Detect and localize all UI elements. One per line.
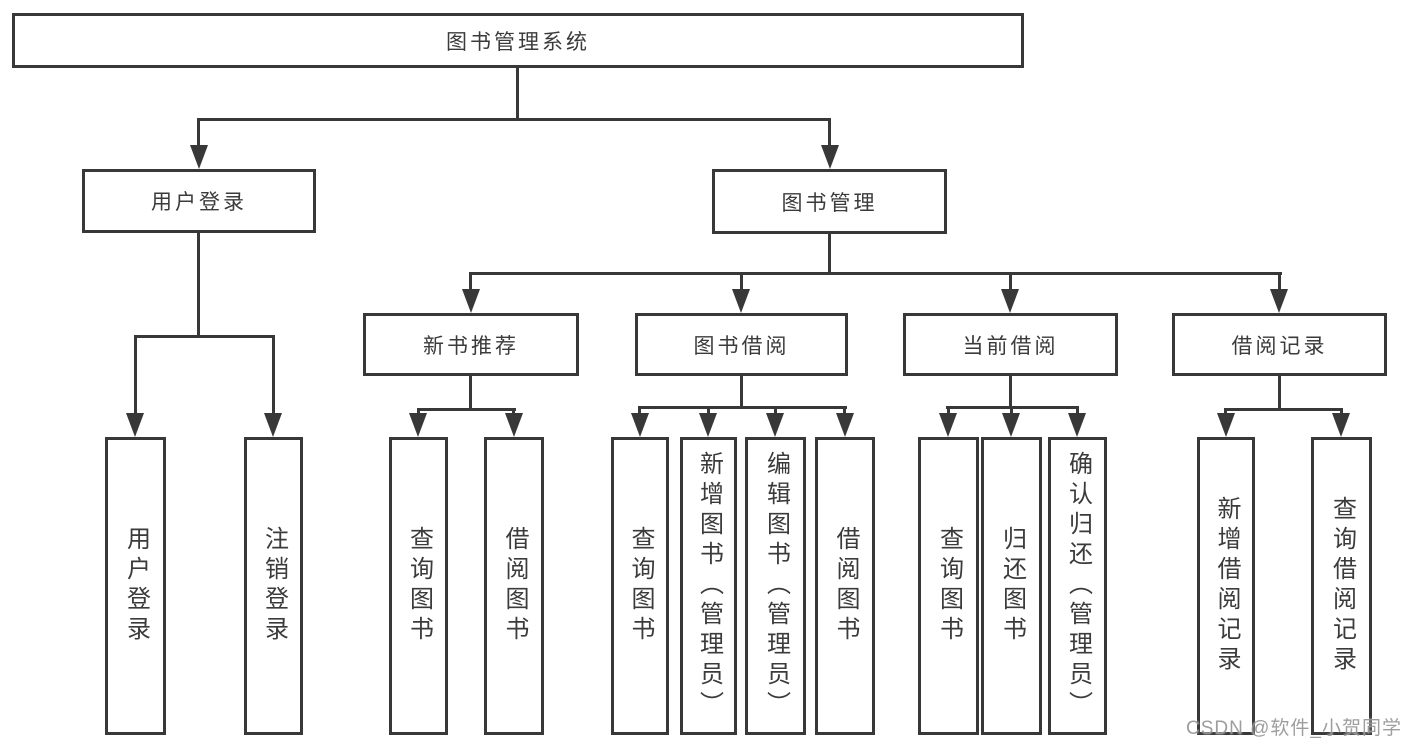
node-label: 当前借阅: [962, 334, 1059, 358]
node-label: 查询图书: [935, 526, 963, 646]
connector-drop: [1278, 272, 1281, 289]
node-label: 确认归还（管理员）: [1064, 451, 1092, 721]
arrow-down: [1217, 413, 1235, 437]
connector-drop: [1076, 406, 1079, 413]
node-label: 注销登录: [260, 526, 288, 646]
node-label: 查询借阅记录: [1328, 496, 1356, 676]
leaf-query-books-borrowing: 查询图书: [611, 437, 669, 735]
connector-stem: [740, 376, 743, 406]
arrow-down: [1002, 413, 1020, 437]
node-library-management-system: 图书管理系统: [12, 13, 1024, 68]
connector-drop: [828, 118, 831, 145]
node-book-management: 图书管理: [712, 169, 947, 234]
arrow-down: [264, 413, 282, 437]
arrow-down: [126, 413, 144, 437]
node-current-borrowing: 当前借阅: [903, 313, 1118, 376]
node-user-login: 用户登录: [82, 169, 316, 233]
connector-drop: [417, 408, 420, 413]
node-label: 新增图书（管理员）: [695, 451, 723, 721]
connector-drop: [947, 406, 950, 413]
arrow-down: [409, 413, 427, 437]
arrow-down: [1332, 413, 1350, 437]
leaf-add-book-admin: 新增图书（管理员）: [680, 437, 737, 735]
connector-drop: [134, 335, 137, 413]
connector-drop: [707, 406, 710, 413]
connector-drop: [512, 408, 515, 413]
node-label: 借阅图书: [832, 526, 859, 646]
node-label: 用户登录: [151, 191, 247, 214]
node-label: 查询图书: [627, 526, 654, 646]
node-label: 用户登录: [122, 526, 150, 646]
arrow-down: [505, 413, 523, 437]
arrow-down: [699, 413, 717, 437]
arrow-down: [1068, 413, 1086, 437]
connector-drop: [469, 272, 472, 289]
csdn-watermark: CSDN @软件_小贺同学: [1186, 718, 1402, 739]
node-label: 图书管理: [781, 191, 878, 215]
node-label: 新书推荐: [423, 334, 519, 358]
node-book-borrowing: 图书借阅: [635, 313, 848, 376]
arrow-down: [190, 145, 208, 169]
leaf-borrow-books-borrowing: 借阅图书: [815, 437, 875, 735]
connector-root-bus: [197, 118, 831, 121]
connector-drop: [197, 118, 200, 145]
node-label: 借阅图书: [501, 526, 528, 646]
connector-book-mgmt-stem: [828, 234, 831, 272]
leaf-logout: 注销登录: [244, 437, 303, 735]
leaf-add-borrow-record: 新增借阅记录: [1197, 437, 1255, 735]
connector-bus: [1224, 408, 1343, 411]
connector-stem: [1009, 376, 1012, 406]
arrow-down: [732, 289, 750, 313]
node-label: 图书借阅: [693, 334, 790, 358]
connector-bus: [417, 408, 516, 411]
connector-drop: [1009, 272, 1012, 289]
arrow-down: [836, 413, 854, 437]
leaf-edit-book-admin: 编辑图书（管理员）: [745, 437, 806, 735]
arrow-down: [1001, 289, 1019, 313]
connector-drop: [638, 406, 641, 413]
connector-stem: [1278, 376, 1281, 408]
node-label: 归还图书: [998, 526, 1026, 646]
connector-drop: [1224, 408, 1227, 413]
arrow-down: [766, 413, 784, 437]
connector-root-stem: [516, 68, 519, 118]
connector-drop: [1340, 408, 1343, 413]
connector-drop: [272, 335, 275, 413]
connector-drop: [774, 406, 777, 413]
connector-book-mgmt-bus: [470, 272, 1282, 275]
node-label: 新增借阅记录: [1213, 496, 1240, 676]
node-label: 图书管理系统: [446, 30, 590, 54]
leaf-return-book: 归还图书: [981, 437, 1042, 735]
leaf-query-books-recommend: 查询图书: [389, 437, 448, 735]
leaf-query-books-current: 查询图书: [918, 437, 979, 735]
node-label: 借阅记录: [1231, 334, 1328, 358]
node-label: 编辑图书（管理员）: [762, 451, 790, 721]
leaf-borrow-books-recommend: 借阅图书: [484, 437, 544, 735]
leaf-confirm-return-admin: 确认归还（管理员）: [1048, 437, 1107, 735]
leaf-user-login: 用户登录: [105, 437, 166, 735]
arrow-down: [1270, 289, 1288, 313]
connector-user-login-bus: [134, 335, 275, 338]
node-label: 查询图书: [405, 526, 433, 646]
arrow-down: [631, 413, 649, 437]
connector-bus: [638, 406, 847, 409]
leaf-query-borrow-record: 查询借阅记录: [1311, 437, 1372, 735]
arrow-down: [821, 145, 839, 169]
node-borrowing-records: 借阅记录: [1172, 313, 1387, 376]
connector-drop: [740, 272, 743, 289]
arrow-down: [939, 413, 957, 437]
arrow-down: [462, 289, 480, 313]
connector-user-login-stem: [197, 233, 200, 335]
connector-stem: [469, 376, 472, 408]
connector-drop: [1010, 406, 1013, 413]
connector-drop: [843, 406, 846, 413]
node-new-book-recommend: 新书推荐: [363, 313, 579, 376]
